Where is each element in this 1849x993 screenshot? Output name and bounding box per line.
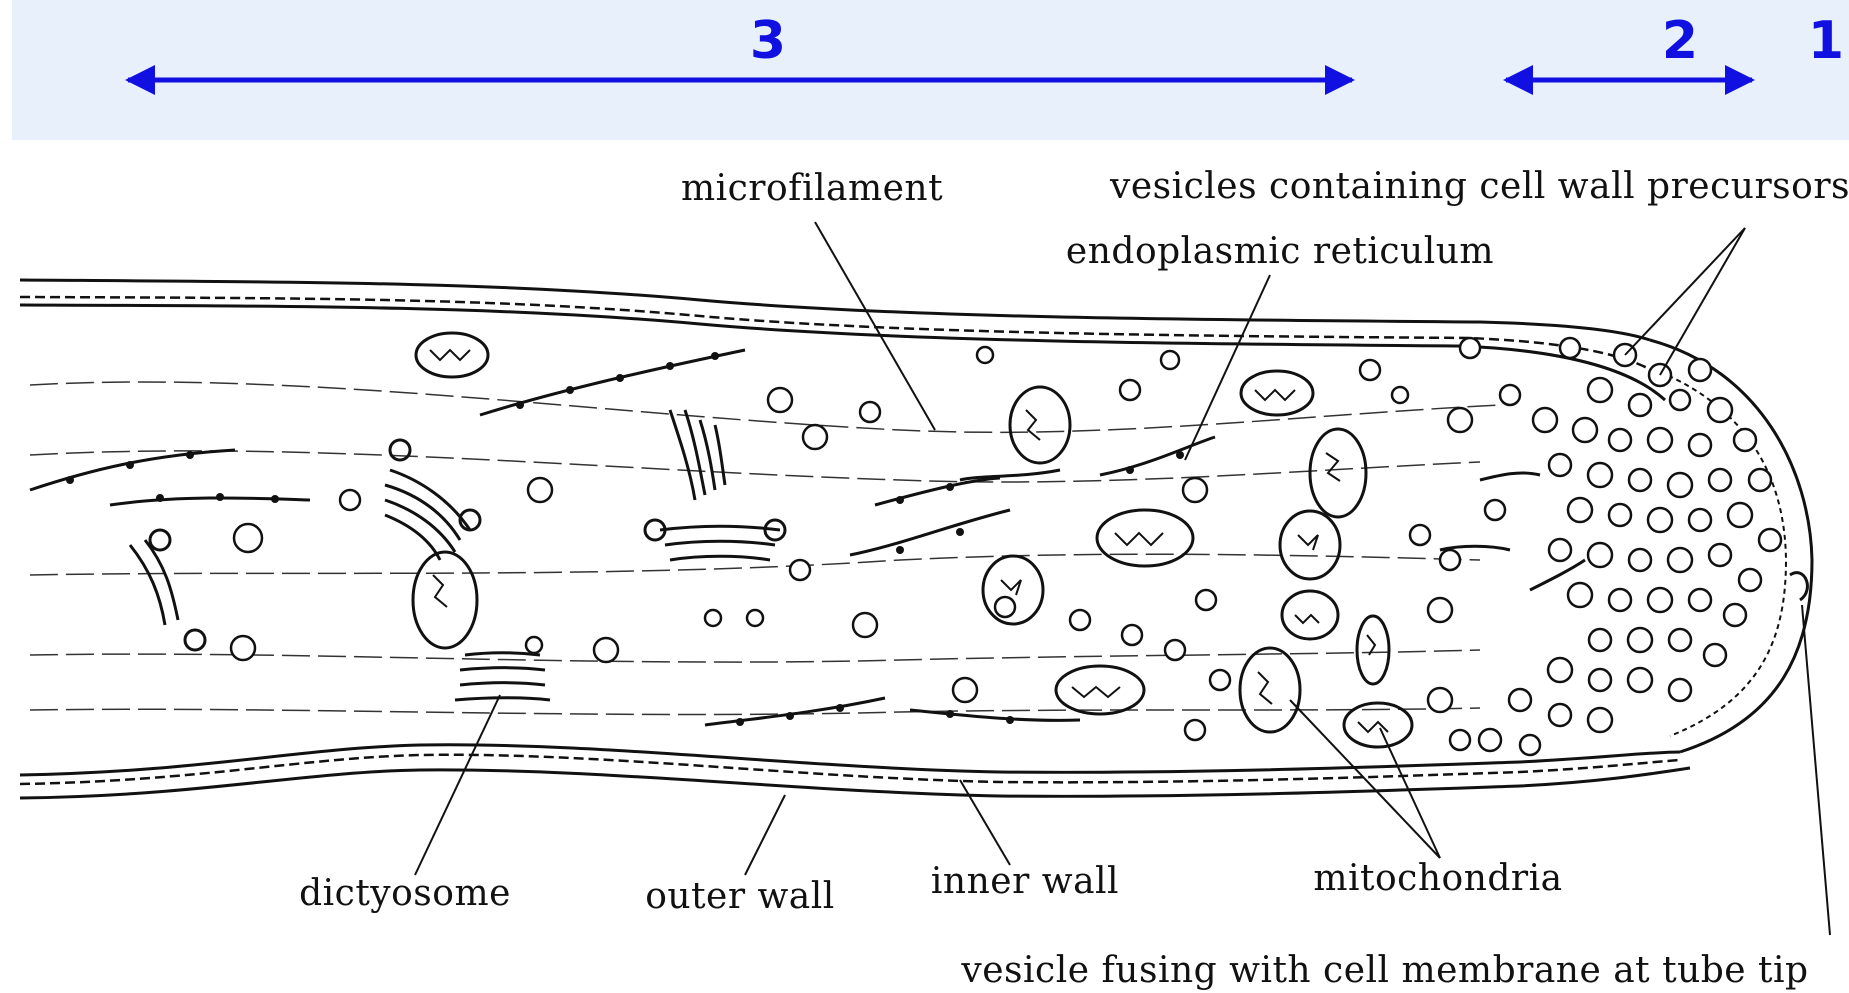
leader-inner-wall (960, 780, 1010, 865)
leader-vesicles-a (1625, 228, 1745, 355)
zone-2-number: 2 (1662, 11, 1698, 71)
zone-3-number: 3 (750, 11, 786, 71)
label-mitochondria: mitochondria (1313, 858, 1562, 899)
label-outer-wall: outer wall (645, 876, 835, 917)
zone-2-indicator: 2 (1506, 11, 1752, 80)
vesicles (231, 338, 1580, 750)
leader-dictyosome (415, 695, 500, 875)
membrane-bottom (20, 745, 1680, 775)
outer-wall-top (20, 280, 1650, 340)
mitochondrion (1282, 591, 1338, 639)
tip-vesicle-cluster (1479, 344, 1781, 755)
mitochondrion (1241, 371, 1313, 415)
mitochondrion (1010, 387, 1070, 463)
zone-1-number: 1 (1808, 11, 1844, 71)
label-vesicle-fusing: vesicle fusing with cell membrane at tub… (960, 950, 1808, 991)
label-dictyosome: dictyosome (299, 873, 511, 914)
dictyosome-2 (670, 410, 725, 500)
membrane-top (20, 305, 1665, 400)
mitochondrion (1240, 648, 1300, 732)
mitochondrion (1357, 616, 1389, 684)
label-vesicles: vesicles containing cell wall precursors (1109, 166, 1849, 207)
label-endoplasmic-reticulum: endoplasmic reticulum (1066, 231, 1494, 272)
leader-lines (415, 222, 1830, 935)
label-inner-wall: inner wall (931, 861, 1119, 902)
mitochondrion (1280, 511, 1340, 579)
endoplasmic-reticulum-strands (30, 350, 1585, 725)
mitochondrion (1056, 666, 1144, 714)
leader-er (1185, 275, 1270, 460)
leader-mitochondria-b (1380, 728, 1440, 858)
label-microfilament: microfilament (681, 168, 943, 209)
fusing-vesicle-shape (1790, 573, 1807, 600)
leader-vesicle-fusing (1802, 605, 1830, 935)
mitochondrion (413, 552, 477, 648)
mitochondrion (1097, 510, 1193, 566)
inner-wall-bottom (20, 755, 1680, 784)
outer-wall-bottom (20, 768, 1690, 798)
dictyosome-5 (130, 530, 205, 650)
leader-outer-wall (745, 795, 785, 875)
dictyosome-3 (645, 520, 785, 560)
mitochondrion (1310, 429, 1366, 517)
mitochondrion (416, 333, 488, 377)
zone-3-indicator: 3 (128, 11, 1352, 80)
leader-vesicles-b (1660, 228, 1745, 375)
zone-1-indicator: 1 (1808, 11, 1844, 71)
